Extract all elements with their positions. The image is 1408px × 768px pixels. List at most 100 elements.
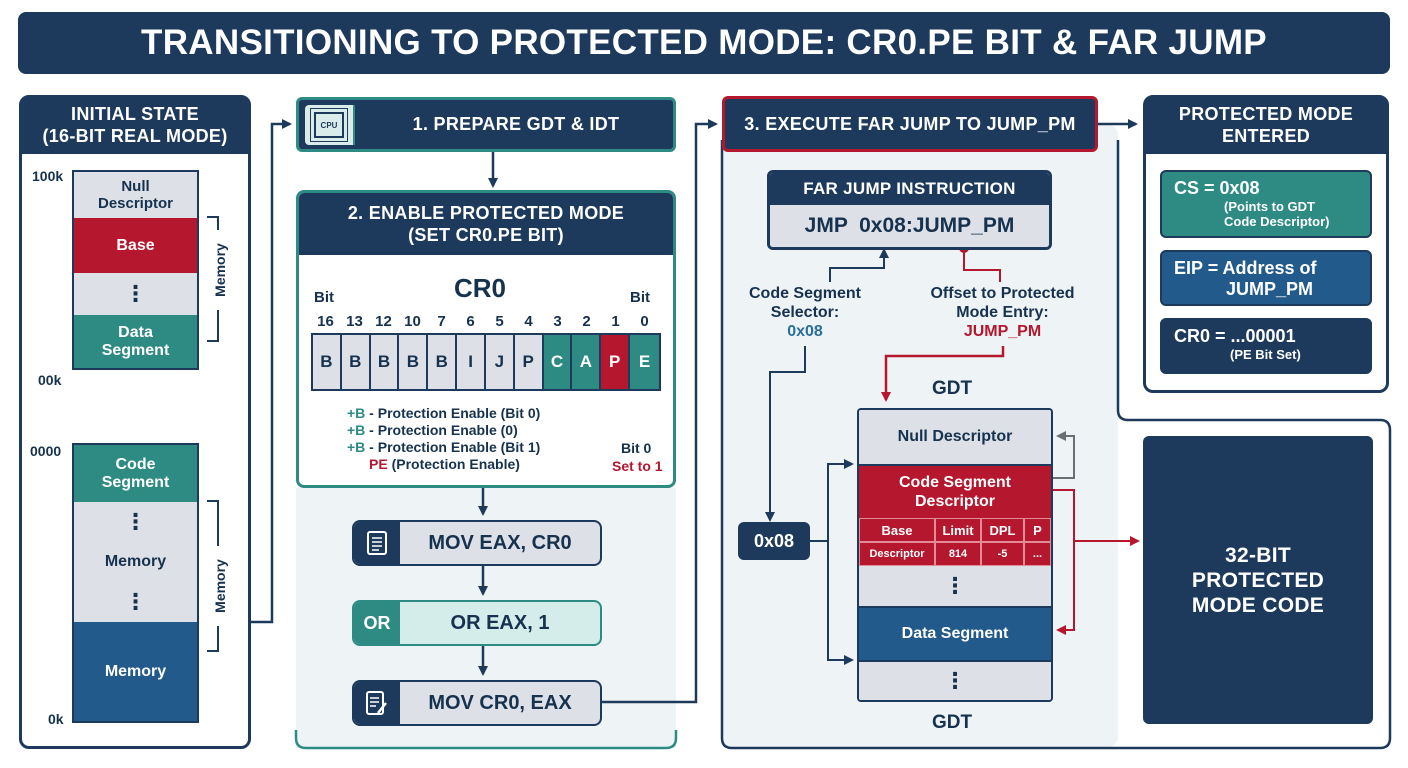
- bit-number: 13: [346, 313, 363, 330]
- legend-item: PE (Protection Enable): [369, 456, 520, 472]
- address-label-top-high: 100k: [32, 168, 64, 184]
- bit-number: 6: [466, 313, 475, 330]
- cs-value-box: CS = 0x08 (Points to GDT Code Descriptor…: [1160, 170, 1372, 238]
- null-descriptor-block: Null Descriptor: [74, 172, 197, 218]
- field-value: -5: [981, 542, 1024, 566]
- gdt-label-top: GDT: [932, 378, 973, 399]
- eip-value-box: EIP = Address of JUMP_PM: [1160, 250, 1372, 306]
- bit-cell: P: [515, 335, 544, 389]
- code-segment-block: Code Segment: [74, 445, 197, 502]
- selector-label: Code Segment Selector: 0x08: [748, 285, 861, 340]
- ellipsis-block: ⋮: [74, 582, 197, 622]
- bit0-set-label: Set to 1: [612, 458, 663, 474]
- step2-panel: 2. ENABLE PROTECTED MODE (SET CR0.PE BIT…: [296, 190, 676, 488]
- bit0-label: Bit 0: [621, 440, 652, 456]
- protected-mode-code-box: 32-BIT PROTECTED MODE CODE: [1143, 436, 1373, 724]
- bit-number: 7: [437, 313, 446, 330]
- field-header: P: [1024, 518, 1051, 542]
- gdt-ellipsis: ⋮: [859, 566, 1051, 608]
- bit-cell-a: A: [572, 335, 602, 389]
- mov-cr0-eax-text: MOV CR0, EAX: [428, 691, 572, 714]
- data-segment-block: Data Segment: [74, 315, 197, 368]
- gdt-label-bottom: GDT: [932, 712, 973, 733]
- cpu-chip-text: CPU: [320, 120, 338, 130]
- gdt-data-segment: Data Segment: [859, 608, 1051, 660]
- bit-cell: B: [342, 335, 371, 389]
- mov-eax-cr0-text: MOV EAX, CR0: [428, 531, 572, 554]
- bit-cell-c: C: [543, 335, 573, 389]
- edit-document-icon: [354, 682, 400, 724]
- bit-label-right: Bit: [630, 289, 650, 306]
- offset-label: Offset to Protected Mode Entry: JUMP_PM: [930, 285, 1075, 340]
- document-icon: [354, 522, 400, 564]
- gdt-table: Null Descriptor Code Segment Descriptor …: [857, 408, 1053, 702]
- memory-block-blue: Memory: [74, 622, 197, 721]
- gdt-ellipsis: ⋮: [859, 660, 1051, 700]
- bit-number: 0: [640, 313, 649, 330]
- bottom-memory-label: Memory: [212, 546, 228, 626]
- bit-cell-e: E: [630, 335, 659, 389]
- step1-label: 1. PREPARE GDT & IDT: [412, 114, 620, 134]
- bit-number: 5: [495, 313, 504, 330]
- far-jump-instruction-box: FAR JUMP INSTRUCTION JMP 0x08:JUMP_PM: [767, 170, 1052, 250]
- mov-eax-cr0-instruction[interactable]: MOV EAX, CR0: [352, 520, 602, 566]
- bit-cell: I: [457, 335, 486, 389]
- cr0-value-box: CR0 = ...00001 (PE Bit Set): [1160, 318, 1372, 374]
- step2-header: 2. ENABLE PROTECTED MODE (SET CR0.PE BIT…: [299, 193, 673, 255]
- bit-number: 12: [375, 313, 392, 330]
- bit-cell: B: [399, 335, 429, 389]
- bit-cell: B: [428, 335, 458, 389]
- legend-item: +B - Protection Enable (Bit 1): [347, 439, 541, 455]
- jmp-instruction-text: JMP 0x08:JUMP_PM: [770, 205, 1049, 247]
- selector-0x08-box: 0x08: [738, 522, 810, 560]
- field-value: Descriptor: [859, 542, 935, 566]
- top-memory-stack: Null Descriptor Base ⋮ Data Segment: [72, 170, 199, 370]
- base-block: Base: [74, 218, 197, 273]
- cr0-bit-field: B B B B B I J P C A P E: [311, 333, 661, 391]
- field-header: DPL: [981, 518, 1024, 542]
- address-label-bottom-high: 0000: [30, 443, 62, 459]
- or-eax-instruction[interactable]: OR OR EAX, 1: [352, 600, 602, 646]
- bit-number: 3: [553, 313, 562, 330]
- far-jump-header: FAR JUMP INSTRUCTION: [770, 173, 1049, 205]
- bit-label-left: Bit: [314, 289, 334, 306]
- step3-header: 3. EXECUTE FAR JUMP TO JUMP_PM: [722, 96, 1098, 152]
- bit-cell: B: [371, 335, 400, 389]
- bit-cell: B: [313, 335, 342, 389]
- address-label-bottom-low: 0k: [48, 711, 64, 727]
- or-tag: OR: [354, 602, 400, 644]
- address-label-top-low: 00k: [38, 372, 62, 388]
- bit-number: 2: [582, 313, 591, 330]
- cpu-chip-icon: CPU: [305, 105, 355, 145]
- gdt-null-descriptor: Null Descriptor: [859, 410, 1051, 466]
- bit-number: 16: [317, 313, 334, 330]
- field-value: 814: [935, 542, 981, 566]
- step1-box: CPU 1. PREPARE GDT & IDT: [296, 97, 676, 152]
- legend-item: +B - Protection Enable (Bit 0): [347, 405, 541, 421]
- field-value: ...: [1024, 542, 1051, 566]
- cr0-register-name: CR0: [454, 273, 507, 303]
- gdt-code-segment-descriptor: Code Segment Descriptor: [859, 466, 1051, 518]
- page-title: TRANSITIONING TO PROTECTED MODE: CR0.PE …: [18, 12, 1390, 74]
- top-memory-label: Memory: [212, 230, 228, 310]
- or-eax-text: OR EAX, 1: [450, 611, 550, 634]
- bit-number: 1: [611, 313, 620, 330]
- bit-number: 10: [404, 313, 421, 330]
- mov-cr0-eax-instruction[interactable]: MOV CR0, EAX: [352, 680, 602, 726]
- bottom-memory-stack: Code Segment ⋮ Memory ⋮ Memory: [72, 443, 199, 723]
- protected-mode-entered-header: PROTECTED MODE ENTERED: [1144, 96, 1388, 154]
- ellipsis-block: ⋮: [74, 502, 197, 542]
- field-header: Base: [859, 518, 935, 542]
- bit-cell: J: [486, 335, 515, 389]
- legend-item: +B - Protection Enable (0): [347, 422, 518, 438]
- bit-cell-pe: P: [601, 335, 631, 389]
- bit-legend: +B - Protection Enable (Bit 0) +B - Prot…: [347, 405, 540, 473]
- bit-number-row: 16 13 12 10 7 6 5 4 3 2 1 0: [311, 313, 659, 330]
- initial-state-header: INITIAL STATE (16-BIT REAL MODE): [20, 96, 250, 154]
- descriptor-fields: Base Limit DPL P Descriptor 814 -5 ...: [859, 518, 1051, 566]
- step3-panel-outline: [720, 140, 1392, 750]
- field-header: Limit: [935, 518, 981, 542]
- ellipsis-block: ⋮: [74, 273, 197, 315]
- bit-number: 4: [524, 313, 533, 330]
- memory-block: Memory: [74, 542, 197, 582]
